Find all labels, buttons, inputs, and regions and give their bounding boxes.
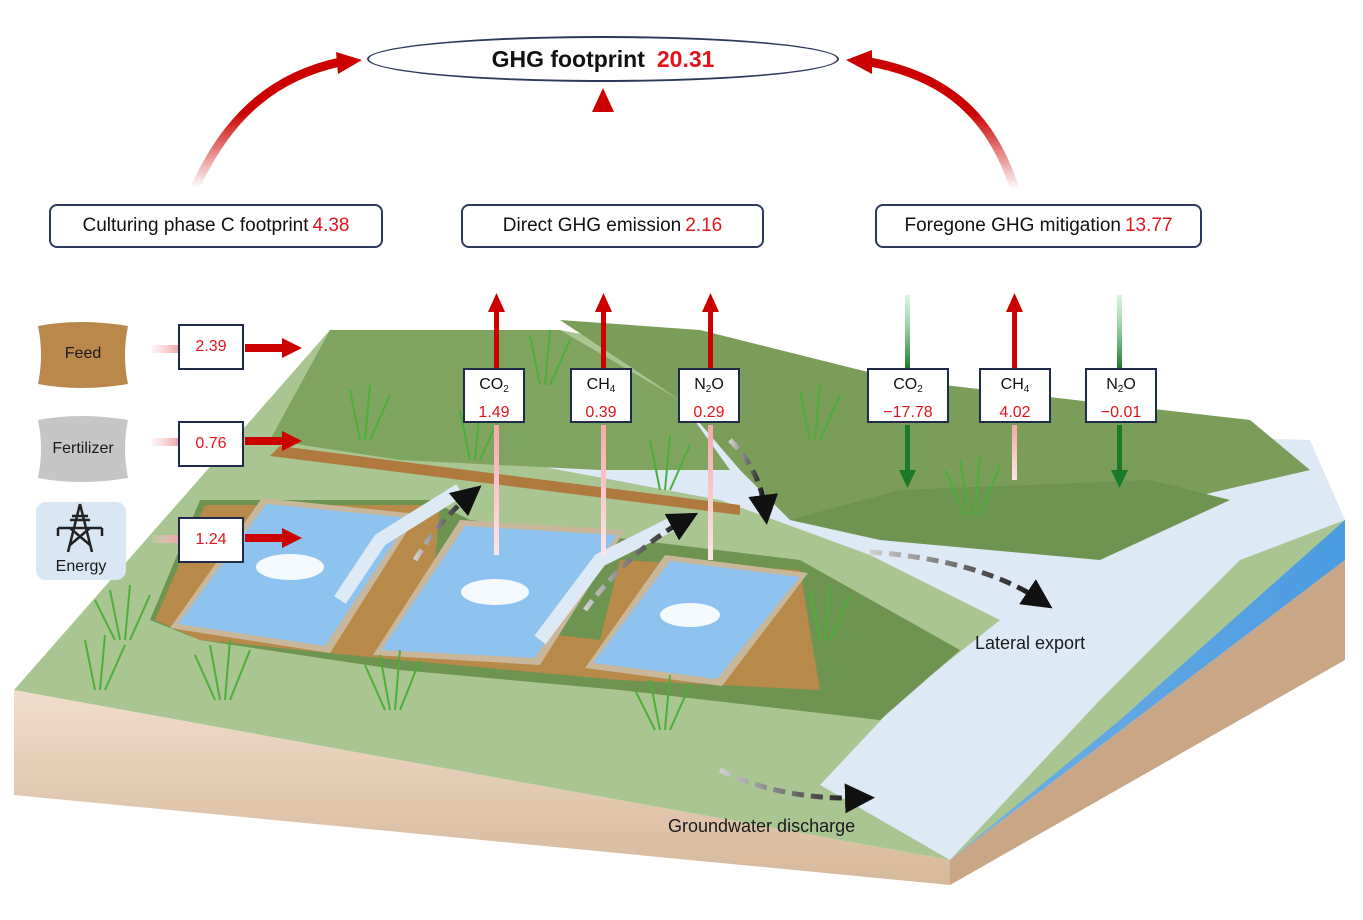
- gas-formula: N: [694, 376, 706, 393]
- direct-gas-arrows: [488, 293, 719, 560]
- soil-right: [950, 560, 1345, 885]
- category-value: 4.38: [312, 215, 350, 236]
- direct-emission-box: Direct GHG emission 2.16: [461, 204, 764, 248]
- gas-value: 0.29: [693, 404, 725, 421]
- gas-subscript: 2: [503, 384, 509, 395]
- gas-formula: CH: [1000, 376, 1024, 393]
- gas-formula: N: [1106, 376, 1118, 393]
- gas-subscript: 2: [705, 384, 712, 395]
- feed-label: Feed: [64, 345, 102, 362]
- ghg-footprint-total: GHG footprint 20.31: [367, 36, 839, 82]
- category-value: 2.16: [685, 215, 723, 236]
- direct-co2-box: CO2 1.49: [463, 368, 525, 423]
- total-value: 20.31: [656, 45, 715, 72]
- direct-n2o-box: N2O 0.29: [678, 368, 740, 423]
- gas-value: 0.39: [585, 404, 617, 421]
- channel: [534, 513, 684, 645]
- lower-right-field: [790, 480, 1230, 560]
- input-arrows: [152, 338, 302, 548]
- total-label: GHG footprint: [491, 45, 645, 72]
- gas-formula: CH: [586, 376, 610, 393]
- grass-clumps: [84, 329, 1001, 731]
- foregone-gas-arrows: [899, 293, 1128, 488]
- gas-suffix: O: [711, 376, 724, 393]
- soil-front: [14, 690, 950, 885]
- gas-value: 1.49: [478, 404, 510, 421]
- gas-subscript: 2: [917, 384, 923, 395]
- pond-3: [585, 555, 808, 686]
- gas-subscript: 4: [609, 384, 616, 395]
- arrowhead: [336, 52, 362, 74]
- dike-edge: [270, 446, 740, 515]
- gas-subscript: 2: [1117, 384, 1124, 395]
- gas-value: −17.78: [883, 404, 933, 421]
- fertilizer-label: Fertilizer: [52, 440, 114, 457]
- pond-2: [373, 520, 625, 665]
- lateral-export-caption: Lateral export: [975, 633, 1086, 653]
- gas-formula: CO: [893, 376, 918, 393]
- gas-value: −0.01: [1100, 404, 1142, 421]
- foregone-n2o-box: N2O −0.01: [1085, 368, 1157, 423]
- fertilizer-bag-icon: [38, 416, 128, 482]
- arrow-culturing-to-total: [190, 57, 341, 190]
- feed-bag-icon: [38, 322, 128, 388]
- category-label: Culturing phase C footprint: [82, 215, 309, 236]
- category-value: 13.77: [1124, 215, 1173, 236]
- arrow-foregone-to-total: [869, 57, 1020, 192]
- flow-arrows: [412, 438, 1053, 814]
- arrowhead: [592, 88, 614, 112]
- foregone-co2-box: CO2 −17.78: [867, 368, 949, 423]
- energy-label: Energy: [55, 558, 107, 575]
- feed-value-box: 2.39: [178, 324, 244, 370]
- gas-suffix: O: [1123, 376, 1136, 393]
- fertilizer-value-box: 0.76: [178, 421, 244, 467]
- culturing-phase-box: Culturing phase C footprint 4.38: [49, 204, 383, 248]
- power-tower-icon: [56, 503, 104, 553]
- foregone-mitigation-box: Foregone GHG mitigation 13.77: [875, 204, 1202, 248]
- channel: [334, 484, 464, 604]
- gas-subscript: 4: [1023, 384, 1030, 395]
- pond-1: [170, 498, 418, 653]
- category-label: Direct GHG emission: [502, 215, 682, 236]
- direct-ch4-box: CH4 0.39: [570, 368, 632, 423]
- groundwater-discharge-caption: Groundwater discharge: [668, 816, 856, 836]
- energy-value-box: 1.24: [178, 517, 244, 563]
- gas-formula: CO: [479, 376, 504, 393]
- energy-tile: [36, 502, 126, 580]
- gas-value: 4.02: [999, 404, 1031, 421]
- foregone-ch4-box: CH4 4.02: [979, 368, 1051, 423]
- arrowhead: [846, 50, 872, 74]
- category-label: Foregone GHG mitigation: [904, 215, 1121, 236]
